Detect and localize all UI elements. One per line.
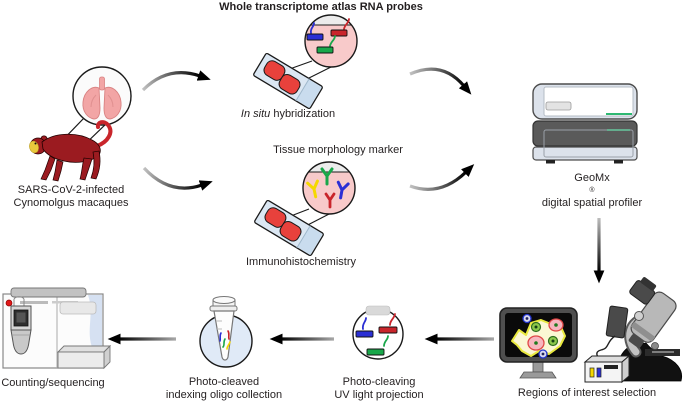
antibody-inset-icon xyxy=(282,161,356,232)
microscope-icon xyxy=(596,277,683,382)
label-uv-projection: Photo-cleaving UV light projection xyxy=(334,376,423,401)
label-source-line1: SARS-CoV-2-infected xyxy=(17,184,125,196)
label-immunohistochemistry: Immunohistochemistry xyxy=(245,256,357,268)
label-oligo-line1: Photo-cleaved xyxy=(188,376,260,388)
curved-arrow-to-ihc-icon xyxy=(142,166,213,191)
sequencer-icon xyxy=(2,287,112,370)
label-geomx-name: GeoMx xyxy=(574,172,610,184)
label-counting-sequencing: Counting/sequencing xyxy=(1,377,105,389)
label-in-situ-hybridization: In situ hybridization xyxy=(241,108,335,121)
collection-tube-icon xyxy=(199,296,253,368)
geomx-machine-icon xyxy=(532,83,638,164)
label-source-line2: Cynomolgus macaques xyxy=(13,196,129,209)
registered-mark: ® xyxy=(589,186,595,194)
label-ish-rest: hybridization xyxy=(270,108,336,120)
controller-box-icon xyxy=(583,354,631,384)
label-uv-line2: UV light projection xyxy=(334,388,424,401)
label-oligo-line2: indexing oligo collection xyxy=(165,388,283,401)
curved-arrow-to-ish-icon xyxy=(141,70,211,92)
macaque-icon xyxy=(29,120,113,182)
label-tissue-morphology-marker: Tissue morphology marker xyxy=(273,144,403,156)
uv-projection-icon xyxy=(352,305,404,360)
label-sars-cov-2-macaques: SARS-CoV-2-infected Cynomolgus macaques xyxy=(14,184,129,209)
ihc-slide-icon xyxy=(254,199,324,257)
monitor-icon xyxy=(499,307,578,379)
ish-slide-icon xyxy=(253,52,323,110)
figure-title: Whole transcriptome atlas RNA probes xyxy=(219,1,423,13)
label-oligo-collection: Photo-cleaved indexing oligo collection xyxy=(166,376,282,401)
label-ish-italic: In situ xyxy=(240,108,271,120)
label-geomx-rest: digital spatial profiler xyxy=(541,197,643,209)
label-roi-selection: Regions of interest selection xyxy=(517,387,657,399)
curved-arrow-ihc-to-geomx-icon xyxy=(409,164,475,191)
rna-probe-inset-icon xyxy=(283,14,358,85)
label-uv-line1: Photo-cleaving xyxy=(342,376,416,388)
curved-arrow-ish-to-geomx-icon xyxy=(409,67,472,95)
label-geomx-profiler: GeoMx ® digital spatial profiler xyxy=(542,172,642,210)
lung-inset-icon xyxy=(55,66,132,150)
